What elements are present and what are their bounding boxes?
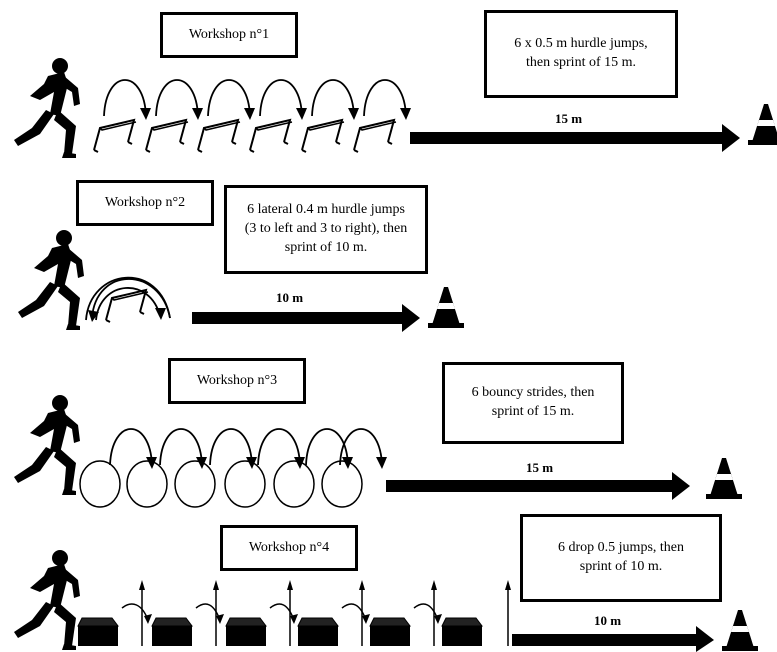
workshop-3-description: 6 bouncy strides, then sprint of 15 m. — [442, 362, 624, 444]
sprint-arrow-1 — [410, 124, 740, 152]
workshop-1-title: Workshop n°1 — [160, 12, 298, 58]
sprint-arrow-4 — [512, 626, 714, 652]
workshop-4-description: 6 drop 0.5 jumps, then sprint of 10 m. — [520, 514, 722, 602]
workshop-4-title: Workshop n°4 — [220, 525, 358, 571]
sprint-arrow-2 — [192, 304, 420, 332]
runner-icon — [14, 395, 80, 495]
workshop-4-distance: 10 m — [594, 613, 622, 628]
workshop-3-distance: 15 m — [526, 460, 554, 475]
cone-icon — [722, 610, 758, 651]
cone-icon — [748, 104, 777, 145]
runner-icon — [14, 550, 80, 650]
cone-icon — [706, 458, 742, 499]
workshop-1-distance: 15 m — [555, 111, 583, 126]
runner-icon — [14, 58, 80, 158]
hurdle-jumps-row-1 — [93, 79, 412, 153]
workshop-2-description: 6 lateral 0.4 m hurdle jumps (3 to left … — [224, 185, 428, 274]
workshop-3-title: Workshop n°3 — [168, 358, 306, 404]
rings-row-3 — [79, 428, 388, 508]
drop-jumps-row-4 — [77, 580, 511, 647]
sprint-arrow-3 — [386, 472, 690, 500]
workshop-2-distance: 10 m — [276, 290, 304, 305]
cone-icon — [428, 287, 464, 328]
workshop-2-title: Workshop n°2 — [76, 180, 214, 226]
runner-icon — [18, 230, 84, 330]
workshop-1-description: 6 x 0.5 m hurdle jumps, then sprint of 1… — [484, 10, 678, 98]
lateral-hurdle-row-2 — [85, 276, 171, 323]
